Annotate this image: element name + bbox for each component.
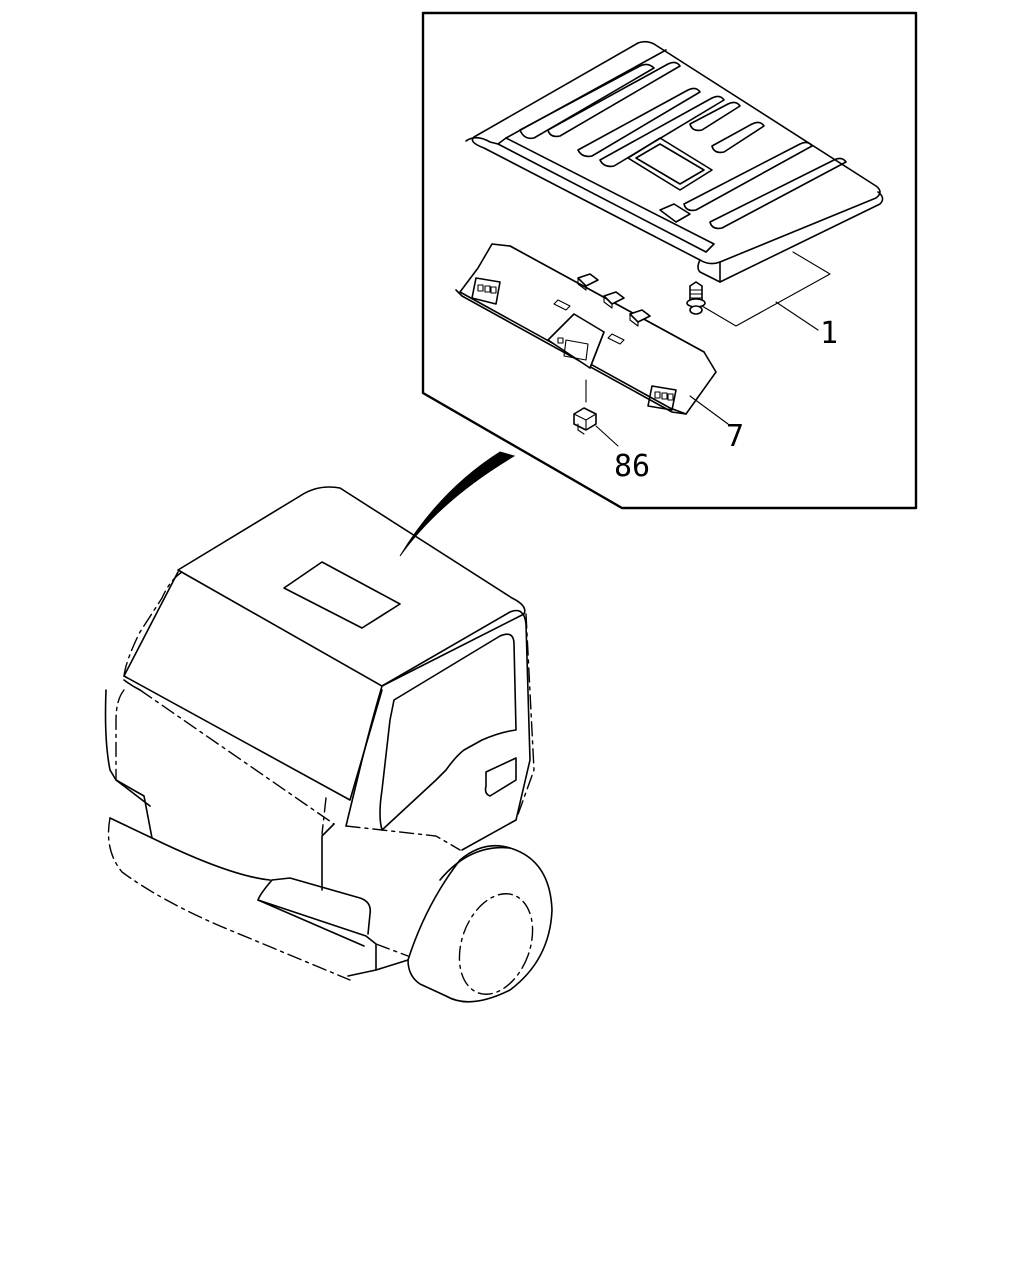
leader-part-7	[689, 395, 729, 425]
bolt-part-1	[686, 281, 706, 315]
callout-label-part-7: 7	[726, 419, 744, 454]
callout-label-part-86: 86	[614, 449, 650, 484]
overhead-console-part-7	[455, 243, 717, 415]
roof-headliner-panel	[465, 40, 884, 283]
zoom-pointer	[399, 451, 516, 557]
leader-part-86	[595, 425, 619, 447]
detail-inset-frame	[421, 11, 918, 510]
truck-cab	[104, 486, 553, 1003]
leader-part-1	[701, 251, 831, 331]
callout-label-part-1: 1	[820, 316, 838, 351]
clip-part-86	[573, 379, 597, 435]
